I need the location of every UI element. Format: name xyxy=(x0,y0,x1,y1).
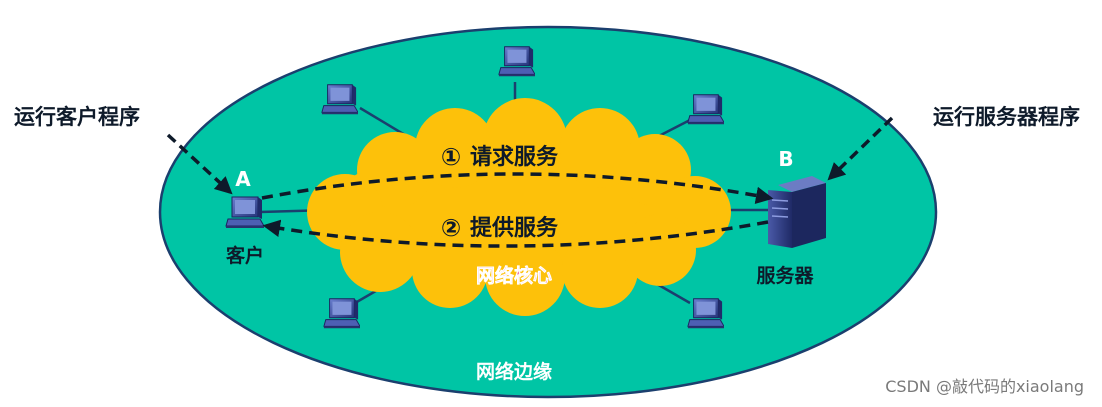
client-label: 客户 xyxy=(226,244,264,267)
request-marker: ① xyxy=(441,143,461,171)
client-callout-label: 运行客户程序 xyxy=(14,105,140,129)
server-icon xyxy=(768,176,826,248)
client-letter: A xyxy=(235,167,251,191)
response-marker: ② xyxy=(441,214,461,242)
response-label: 提供服务 xyxy=(470,215,559,241)
computer-icon xyxy=(498,46,535,77)
computer-icon xyxy=(321,84,358,115)
server-callout-arrow xyxy=(827,116,894,181)
response-arrow xyxy=(262,219,769,248)
request-label: 请求服务 xyxy=(470,144,559,170)
client-computer-icon xyxy=(225,196,264,229)
edge-region-label: 网络边缘 xyxy=(476,360,552,383)
computer-icon xyxy=(323,298,360,329)
network-core-cloud xyxy=(307,98,731,316)
request-arrow xyxy=(261,172,774,205)
core-region-label: 网络核心 xyxy=(476,264,552,287)
computer-icon xyxy=(687,94,724,125)
server-label: 服务器 xyxy=(756,264,814,287)
server-callout-label: 运行服务器程序 xyxy=(933,105,1080,129)
link-left-upper xyxy=(359,106,406,137)
client-callout-arrow xyxy=(166,133,233,195)
computer-icon xyxy=(687,298,724,329)
watermark-text: CSDN @敲代码的xiaolang xyxy=(885,377,1084,396)
server-letter: B xyxy=(778,147,793,171)
